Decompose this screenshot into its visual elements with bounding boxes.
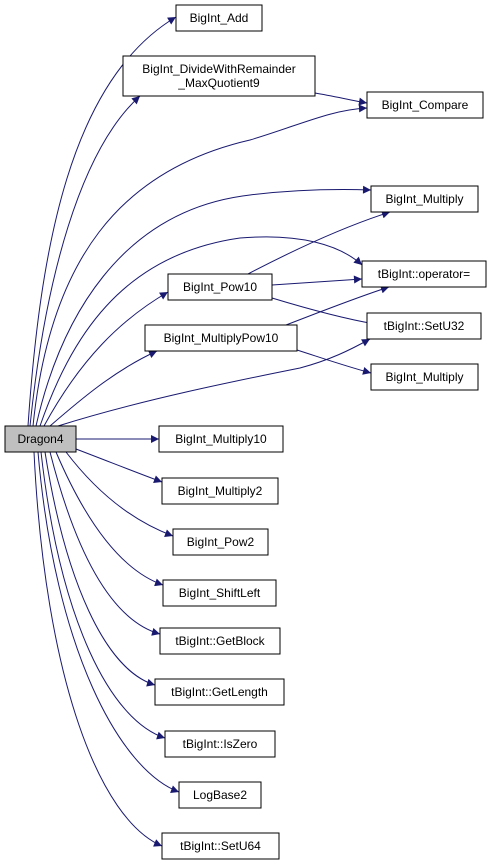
edge-dragon4-to-bigint_multiply_a (35, 185, 372, 427)
node-bigint_multiplypow10[interactable]: BigInt_MultiplyPow10 (144, 324, 298, 352)
node-label: BigInt_DivideWithRemainder (142, 62, 295, 76)
node-box (370, 185, 479, 213)
node-label: BigInt_Multiply (385, 370, 463, 384)
node-bigint_dividewithremainder[interactable]: BigInt_DivideWithRemainder_MaxQuotient9 (122, 55, 316, 97)
node-label: BigInt_ShiftLeft (179, 586, 261, 600)
edge-bigint_pow10-to-bigint_multiply_a (247, 210, 391, 275)
edge-dragon4-to-tbigint_setu64 (33, 451, 163, 847)
node-label: BigInt_Pow2 (187, 535, 255, 549)
node-label: tBigInt::SetU32 (384, 319, 465, 333)
node-label: tBigInt::IsZero (183, 737, 258, 751)
node-bigint_multiply_b[interactable]: BigInt_Multiply (370, 363, 479, 391)
node-label: BigInt_Compare (382, 98, 469, 112)
node-box (144, 324, 298, 352)
node-box (164, 730, 276, 758)
edge-bigint_dividewithremainder-to-bigint_compare (314, 92, 368, 106)
edge-dragon4-to-tbigint_getlength (44, 451, 156, 687)
node-box (370, 363, 479, 391)
edge-dragon4-to-bigint_add (27, 16, 177, 427)
node-tbigint_setu64[interactable]: tBigInt::SetU64 (161, 832, 280, 860)
edge-bigint_multiplypow10-to-bigint_multiply_b (296, 349, 372, 375)
node-label: Dragon4 (17, 432, 63, 446)
edge-dragon4-to-bigint_dividewithremainder (29, 95, 141, 427)
edge-dragon4-to-tbigint_getblock (49, 451, 161, 636)
node-label: tBigInt::GetLength (171, 685, 268, 699)
node-label: BigInt_Multiply2 (178, 484, 263, 498)
node-label: BigInt_Add (190, 11, 249, 25)
node-label: BigInt_Multiply (385, 192, 463, 206)
edge-dragon4-to-bigint_pow10 (43, 291, 169, 427)
node-label: LogBase2 (193, 788, 247, 802)
node-dragon4[interactable]: Dragon4 (4, 425, 77, 453)
node-box (366, 91, 484, 119)
edge-dragon4-to-bigint_shiftleft (55, 451, 164, 587)
node-bigint_multiply_a[interactable]: BigInt_Multiply (370, 185, 479, 213)
node-box (172, 528, 269, 556)
node-tbigint_getblock[interactable]: tBigInt::GetBlock (159, 627, 281, 655)
edge-dragon4-to-bigint_pow2 (65, 451, 174, 537)
node-label: BigInt_Pow10 (183, 280, 257, 294)
node-label: tBigInt::SetU64 (180, 839, 261, 853)
node-box (167, 273, 273, 301)
node-box (175, 4, 263, 32)
node-box (161, 477, 279, 505)
node-label: BigInt_Multiply10 (175, 432, 267, 446)
node-label: _MaxQuotient9 (177, 76, 260, 90)
node-box (178, 781, 262, 809)
node-tbigint_iszero[interactable]: tBigInt::IsZero (164, 730, 276, 758)
node-box (161, 832, 280, 860)
node-logbase2[interactable]: LogBase2 (178, 781, 262, 809)
edge-dragon4-to-tbigint_operator_assign (39, 236, 363, 427)
node-box (159, 627, 281, 655)
edge-dragon4-to-logbase2 (37, 451, 180, 793)
node-tbigint_getlength[interactable]: tBigInt::GetLength (154, 678, 285, 706)
node-bigint_multiply2[interactable]: BigInt_Multiply2 (161, 477, 279, 505)
node-tbigint_operator_assign[interactable]: tBigInt::operator= (361, 260, 487, 288)
node-bigint_pow2[interactable]: BigInt_Pow2 (172, 528, 269, 556)
nodes-layer: Dragon4 BigInt_AddBigInt_DivideWithRemain… (4, 4, 487, 860)
node-label: tBigInt::operator= (378, 267, 470, 281)
edge-dragon4-to-tbigint_iszero (40, 451, 166, 740)
edge-dragon4-to-tbigint_setu32 (57, 338, 371, 427)
node-box (122, 55, 316, 97)
node-bigint_add[interactable]: BigInt_Add (175, 4, 263, 32)
edge-bigint_pow10-to-tbigint_operator_assign (271, 275, 363, 286)
node-label: tBigInt::GetBlock (175, 634, 265, 648)
node-label: BigInt_MultiplyPow10 (164, 331, 279, 345)
edge-bigint_multiplypow10-to-tbigint_operator_assign (285, 285, 390, 326)
node-bigint_pow10[interactable]: BigInt_Pow10 (167, 273, 273, 301)
edge-bigint_pow10-to-tbigint_setu32 (271, 297, 376, 327)
node-box (366, 312, 482, 340)
node-bigint_multiply10[interactable]: BigInt_Multiply10 (158, 425, 284, 453)
edges-layer (27, 16, 391, 847)
node-box (4, 425, 77, 453)
node-box (162, 579, 277, 607)
node-box (154, 678, 285, 706)
node-box (158, 425, 284, 453)
node-box (361, 260, 487, 288)
node-bigint_shiftleft[interactable]: BigInt_ShiftLeft (162, 579, 277, 607)
edge-dragon4-to-bigint_multiplypow10 (49, 350, 158, 427)
node-bigint_compare[interactable]: BigInt_Compare (366, 91, 484, 119)
node-tbigint_setu32[interactable]: tBigInt::SetU32 (366, 312, 482, 340)
edge-dragon4-to-bigint_multiply2 (75, 448, 163, 483)
edge-dragon4-to-bigint_compare (32, 104, 368, 427)
